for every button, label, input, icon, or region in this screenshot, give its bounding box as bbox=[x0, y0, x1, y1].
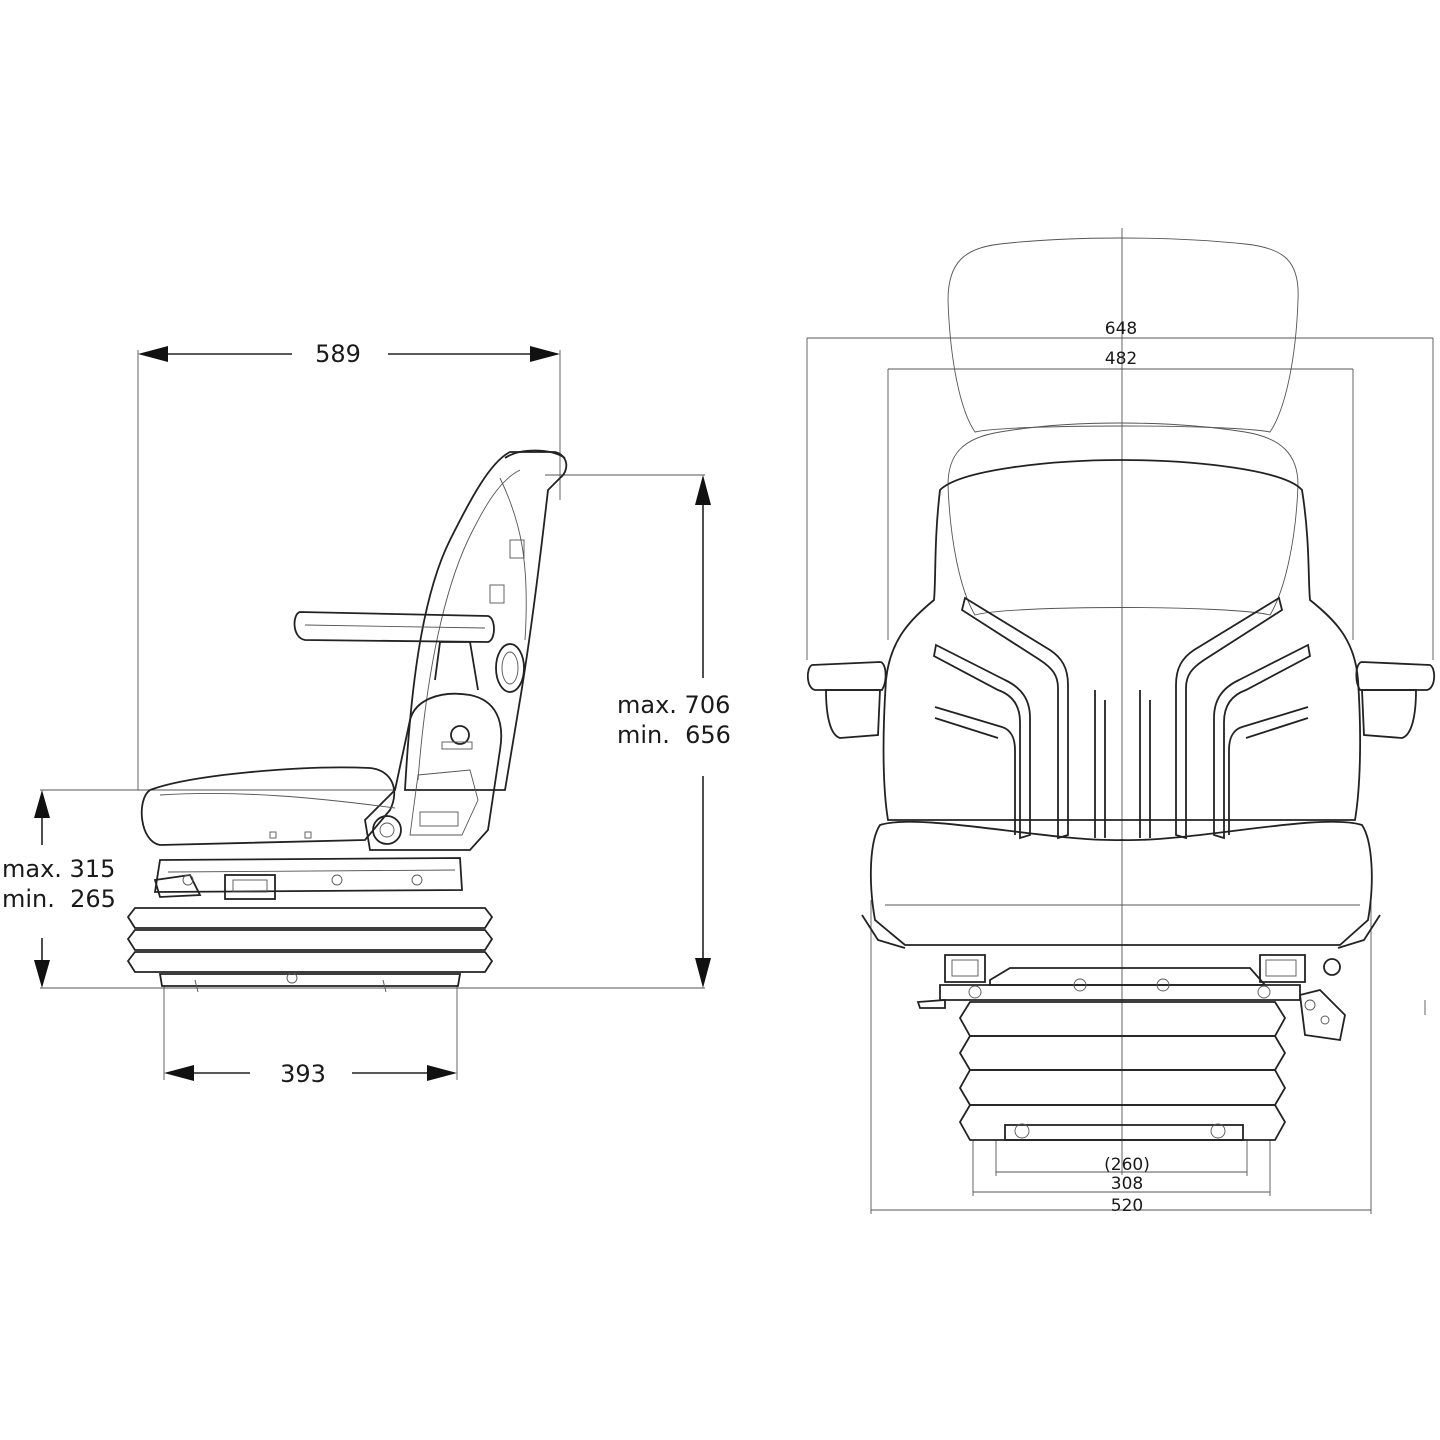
seat-height-max-label: max. 315 bbox=[2, 855, 115, 883]
bolt-spacing-label: (260) bbox=[1104, 1155, 1150, 1175]
seat-height-arrow-bottom bbox=[34, 960, 50, 988]
backrest-width-label: 482 bbox=[1105, 349, 1137, 369]
side-seat-outline bbox=[126, 449, 568, 993]
base-width-label: 308 bbox=[1111, 1174, 1143, 1194]
base-arrow-left bbox=[164, 1065, 194, 1081]
depth-dim-label: 589 bbox=[315, 340, 361, 368]
seat-height-arrow-top bbox=[34, 790, 50, 818]
height-arrow-bottom bbox=[695, 958, 711, 988]
depth-arrow-right bbox=[530, 346, 560, 362]
front-view: 648 482 520 308 (260) bbox=[806, 228, 1436, 1216]
height-min-label: min. 656 bbox=[617, 721, 731, 749]
armrest-width-label: 648 bbox=[1105, 319, 1137, 339]
front-seat-outline bbox=[806, 237, 1436, 1141]
height-arrow-top bbox=[695, 475, 711, 505]
base-arrow-right bbox=[427, 1065, 457, 1081]
seat-height-min-label: min. 265 bbox=[2, 885, 116, 913]
base-dim-label: 393 bbox=[280, 1060, 326, 1088]
cushion-width-label: 520 bbox=[1111, 1196, 1143, 1216]
height-max-label: max. 706 bbox=[617, 691, 730, 719]
side-view: 589 max. 706 min. 656 max. 315 min. 265 … bbox=[2, 340, 731, 1088]
depth-arrow-left bbox=[138, 346, 168, 362]
